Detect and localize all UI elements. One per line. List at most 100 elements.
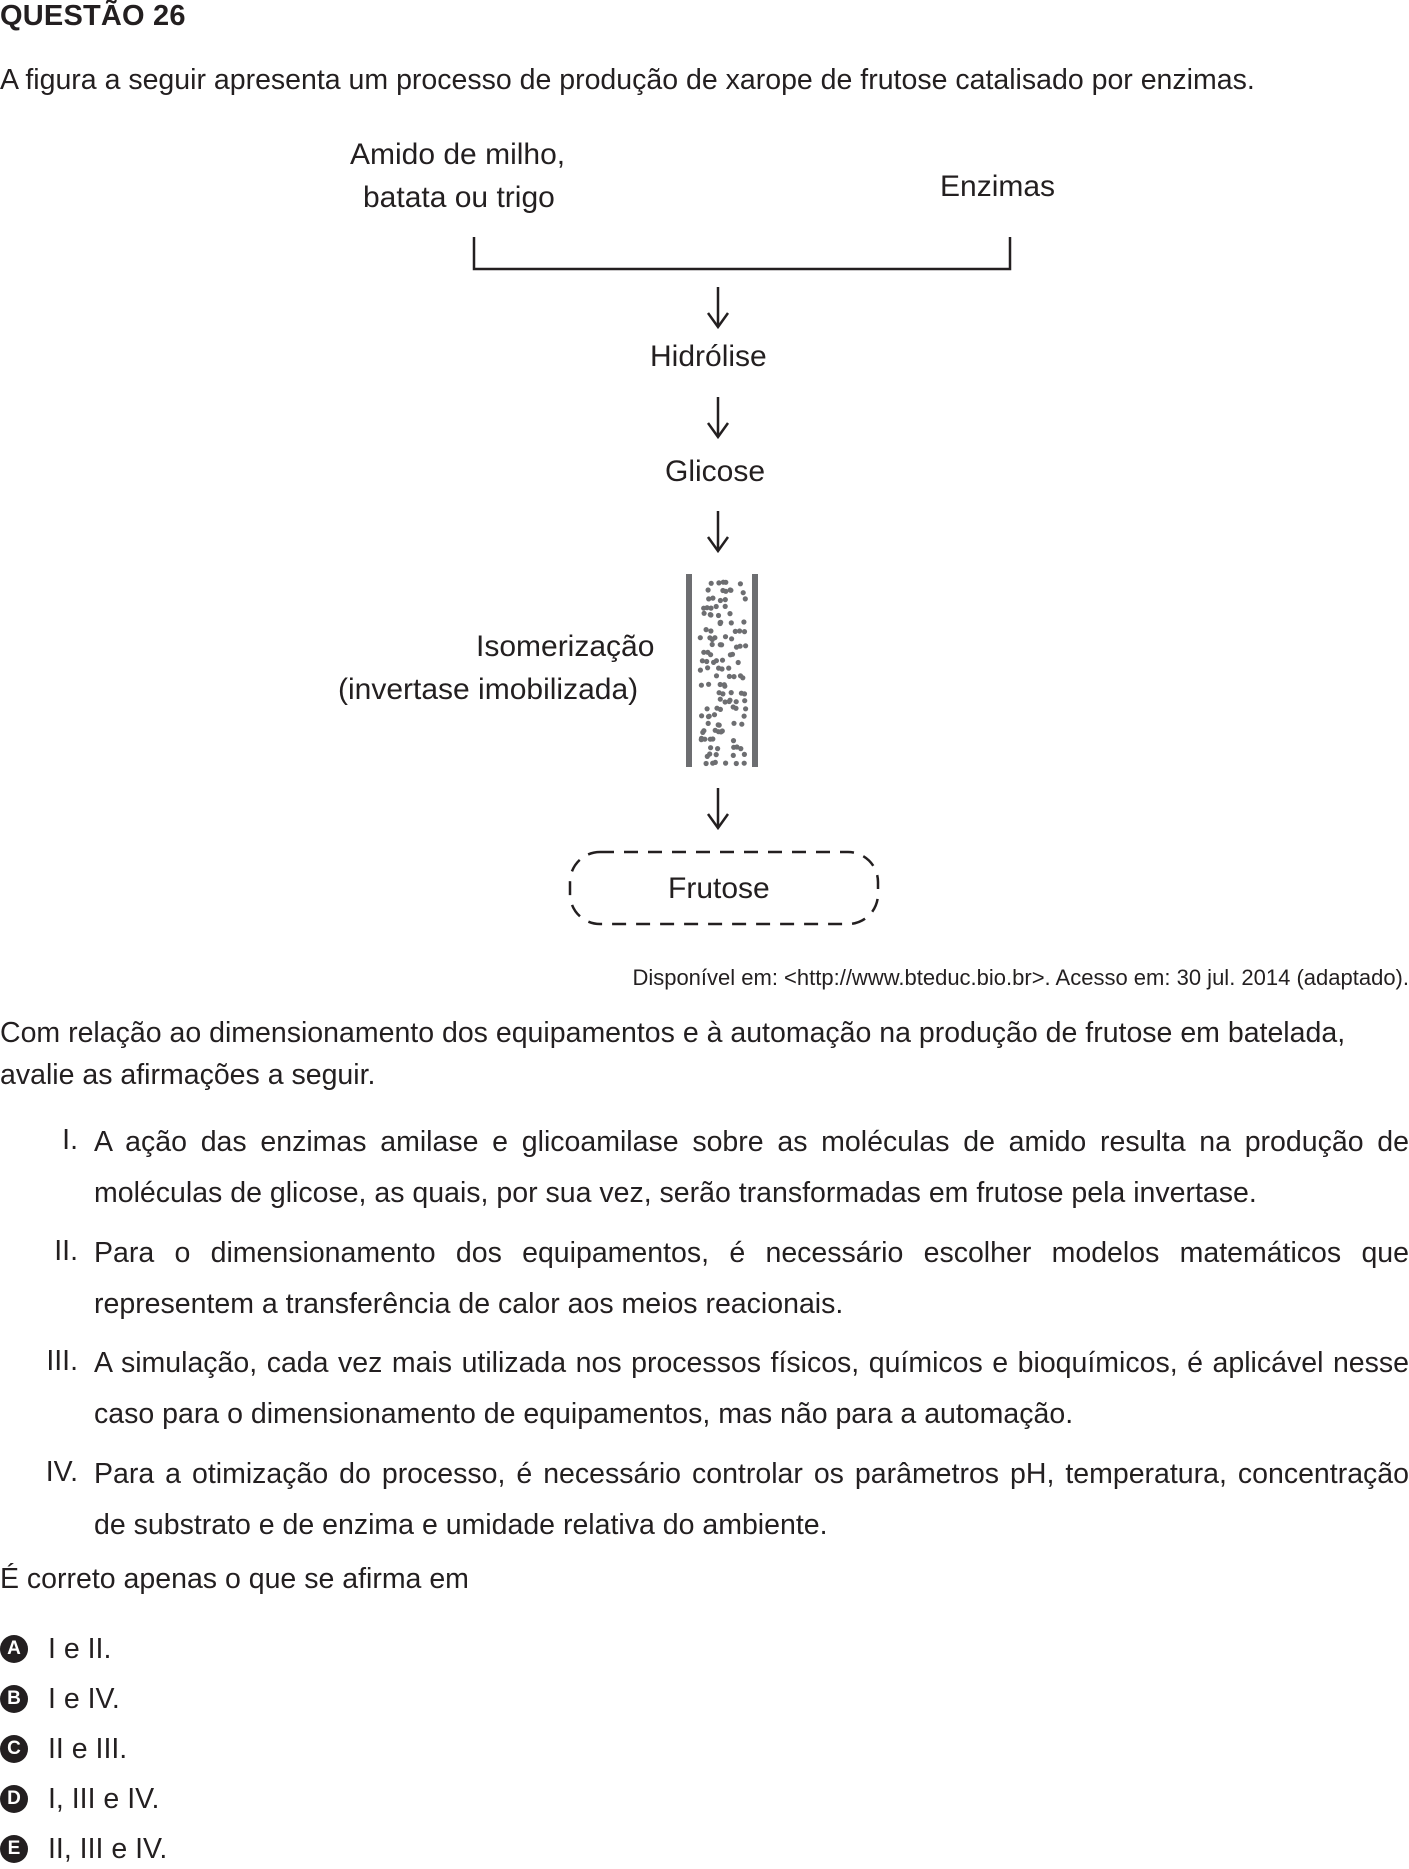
- enzyme-bead: [715, 746, 721, 752]
- enzyme-bead: [717, 597, 724, 604]
- enzyme-bead: [740, 590, 746, 596]
- enzyme-bead: [707, 612, 713, 618]
- step-glucose-label: Glicose: [665, 455, 766, 488]
- enzyme-bead: [717, 696, 723, 702]
- option-letter-badge: E: [0, 1835, 28, 1863]
- enzyme-bead: [741, 751, 748, 758]
- input-starch-label-line2: batata ou trigo: [363, 181, 555, 214]
- enzyme-bead: [732, 628, 738, 635]
- enzyme-bead: [741, 713, 747, 719]
- enzyme-bead: [712, 727, 718, 733]
- enzyme-bead: [710, 736, 716, 742]
- question-prompt: É correto apenas o que se afirma em: [0, 1563, 469, 1595]
- enzyme-bead: [716, 722, 722, 728]
- enzyme-bead: [741, 619, 747, 625]
- option-text: I, III e IV.: [48, 1782, 160, 1815]
- enzyme-bead: [700, 729, 706, 736]
- enzyme-bead: [713, 603, 719, 610]
- enzyme-bead: [701, 649, 707, 655]
- stem-line-2: avalie as afirmações a seguir.: [0, 1059, 376, 1091]
- enzyme-bead: [718, 619, 724, 625]
- step-isomerization-label-line2: (invertase imobilizada): [338, 673, 639, 706]
- statement-number: III.: [46, 1345, 78, 1377]
- enzyme-bead: [737, 673, 744, 679]
- enzyme-bead: [719, 657, 726, 663]
- enzyme-bead: [723, 588, 729, 594]
- enzyme-bead: [716, 690, 722, 696]
- enzyme-bead: [722, 597, 728, 603]
- enzyme-bead: [723, 760, 729, 766]
- enzyme-bead: [701, 610, 707, 616]
- enzyme-bead: [704, 706, 710, 712]
- enzyme-bead: [730, 752, 736, 759]
- enzyme-bead: [699, 713, 705, 719]
- enzyme-bead: [722, 603, 728, 610]
- input-bracket: [472, 237, 1012, 271]
- down-arrow-icon: [706, 511, 730, 554]
- enzyme-bead: [719, 666, 725, 672]
- enzyme-bead: [716, 580, 722, 586]
- option-letter-badge: B: [0, 1685, 28, 1713]
- enzyme-bead: [722, 699, 728, 705]
- enzyme-bead: [709, 641, 715, 648]
- enzyme-bead: [733, 644, 740, 650]
- statement-text: A ação das enzimas amilase e glicoamilas…: [94, 1126, 1409, 1209]
- enzyme-bead: [734, 744, 740, 750]
- enzyme-bead: [726, 665, 732, 671]
- option-e[interactable]: E II, III e IV.: [0, 1829, 167, 1869]
- enzyme-column: [686, 574, 758, 767]
- enzyme-bead: [741, 691, 748, 697]
- step-hydrolysis-label: Hidrólise: [650, 340, 767, 373]
- option-letter-badge: C: [0, 1735, 28, 1763]
- down-arrow-icon: [706, 287, 730, 330]
- enzyme-bead: [715, 612, 722, 619]
- enzyme-bead: [697, 667, 704, 673]
- stem-line-1: Com relação ao dimensionamento dos equip…: [0, 1017, 1346, 1049]
- enzyme-bead: [737, 628, 743, 634]
- statement-number: II.: [54, 1235, 78, 1267]
- enzyme-bead: [728, 690, 734, 696]
- enzyme-bead: [735, 659, 741, 666]
- statement-text: Para a otimização do processo, é necessá…: [94, 1458, 1409, 1541]
- enzyme-bead: [703, 760, 709, 767]
- enzyme-bead: [727, 697, 733, 703]
- enzyme-bead: [733, 760, 739, 767]
- option-c[interactable]: C II e III.: [0, 1729, 127, 1769]
- enzyme-bead: [710, 595, 716, 601]
- enzyme-bead: [719, 642, 725, 648]
- enzyme-bead: [714, 705, 720, 711]
- enzyme-bead: [698, 737, 704, 743]
- enzyme-bead: [704, 658, 710, 665]
- down-arrow-icon: [706, 788, 730, 831]
- product-capsule: [568, 850, 880, 926]
- enzyme-bead: [705, 714, 712, 720]
- enzyme-bead: [708, 605, 714, 611]
- enzyme-bead: [706, 681, 712, 687]
- product-fructose-label: Frutose: [668, 872, 770, 905]
- down-arrow-icon: [706, 397, 730, 440]
- statement-text: A simulação, cada vez mais utilizada nos…: [94, 1347, 1409, 1430]
- option-text: II, III e IV.: [48, 1832, 168, 1865]
- diagram-graphics: [472, 237, 1012, 926]
- enzyme-bead: [722, 634, 729, 640]
- enzyme-bead: [728, 587, 734, 593]
- statement-number: IV.: [45, 1456, 78, 1488]
- enzyme-bead: [705, 720, 711, 727]
- enzyme-bead: [743, 706, 749, 712]
- option-a[interactable]: A I e II.: [0, 1629, 111, 1669]
- enzyme-bead: [713, 673, 720, 679]
- enzyme-bead: [731, 720, 737, 726]
- option-d[interactable]: D I, III e IV.: [0, 1779, 159, 1819]
- enzyme-bead: [697, 635, 703, 641]
- enzyme-bead: [738, 746, 744, 752]
- question-title: QUESTÃO 26: [0, 0, 186, 32]
- enzyme-bead: [717, 681, 723, 688]
- option-b[interactable]: B I e IV.: [0, 1679, 120, 1719]
- enzyme-bead: [712, 759, 718, 766]
- enzyme-bead: [711, 659, 717, 666]
- enzyme-bead: [718, 729, 724, 735]
- enzyme-bead: [720, 579, 726, 585]
- enzyme-bead: [708, 745, 714, 751]
- enzyme-bead: [705, 649, 711, 655]
- enzyme-bead: [698, 682, 705, 688]
